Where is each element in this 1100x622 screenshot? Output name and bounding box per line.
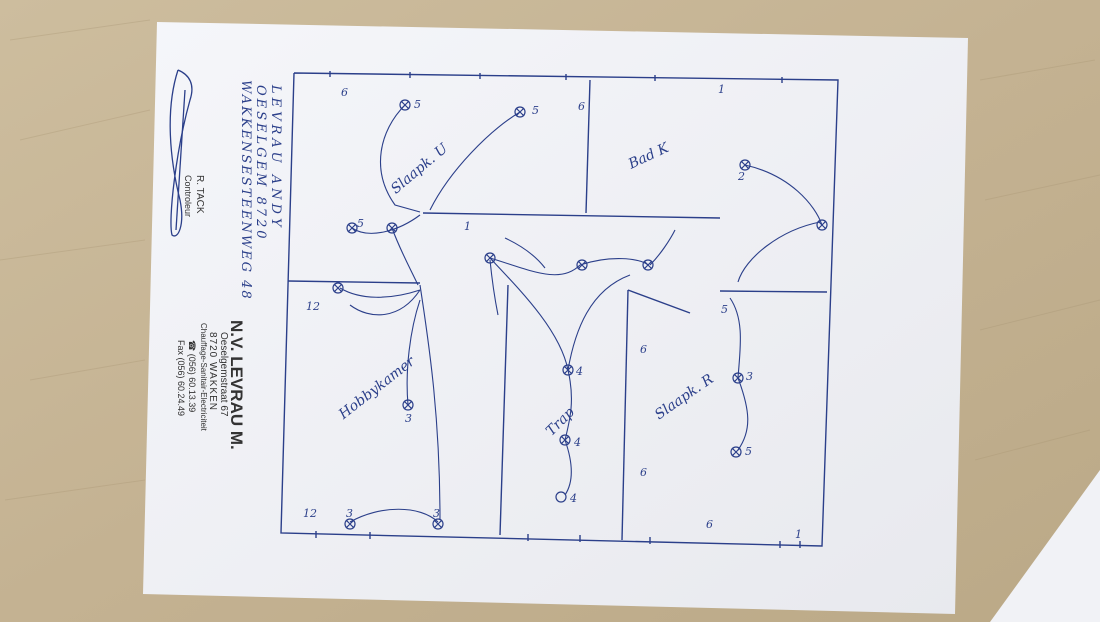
point-label: 6 bbox=[578, 100, 585, 113]
stamp-fax: Fax (056) 60.24.49 bbox=[176, 340, 186, 417]
point-label: 3 bbox=[346, 507, 353, 520]
point-label: 1 bbox=[464, 220, 471, 233]
handwritten-name: LEVRAU ANDY bbox=[268, 85, 283, 231]
light-points bbox=[332, 99, 828, 530]
point-label: 1 bbox=[718, 83, 725, 96]
signature-name: R. TACK bbox=[194, 175, 205, 214]
point-label: 12 bbox=[306, 300, 320, 313]
point-label: 6 bbox=[640, 343, 647, 356]
point-label: 6 bbox=[706, 518, 713, 531]
point-label: 6 bbox=[640, 466, 647, 479]
point-label: 4 bbox=[570, 492, 577, 505]
point-label: 3 bbox=[405, 412, 412, 425]
controller-signature bbox=[169, 69, 193, 237]
point-label: 4 bbox=[574, 436, 581, 449]
point-label: 3 bbox=[746, 370, 753, 383]
point-label: 5 bbox=[357, 217, 364, 230]
stamp-address: Oeselgemstraat 67 bbox=[218, 332, 229, 417]
point-label: 2 bbox=[738, 170, 745, 183]
stamp-company: N.V. LEVRAU M. bbox=[227, 320, 246, 450]
handwritten-street: WAKKENSESTEENWEG 48 bbox=[238, 80, 253, 301]
point-label: 5 bbox=[414, 98, 421, 111]
signature-title: Controleur bbox=[183, 175, 193, 218]
point-label: 3 bbox=[433, 507, 440, 520]
point-label: 4 bbox=[576, 365, 583, 378]
stamp-trade: Chauffage-Sanitair-Electriciteit bbox=[199, 323, 208, 431]
floor-plan bbox=[280, 71, 839, 548]
wiring-lines bbox=[339, 104, 823, 523]
stamp-phone: ☎ (056) 60.13.39 bbox=[187, 340, 197, 413]
point-label: 1 bbox=[795, 528, 802, 541]
point-label: 6 bbox=[341, 86, 348, 99]
wood-grain bbox=[0, 19, 1100, 501]
second-paper-corner bbox=[990, 470, 1100, 622]
point-label: 5 bbox=[721, 303, 728, 316]
point-label: 12 bbox=[303, 507, 317, 520]
point-label: 5 bbox=[745, 445, 752, 458]
handwritten-town: OESELGEM 8720 bbox=[253, 85, 268, 242]
stamp-city: 8720 WAKKEN bbox=[207, 332, 218, 411]
point-label: 5 bbox=[532, 104, 539, 117]
